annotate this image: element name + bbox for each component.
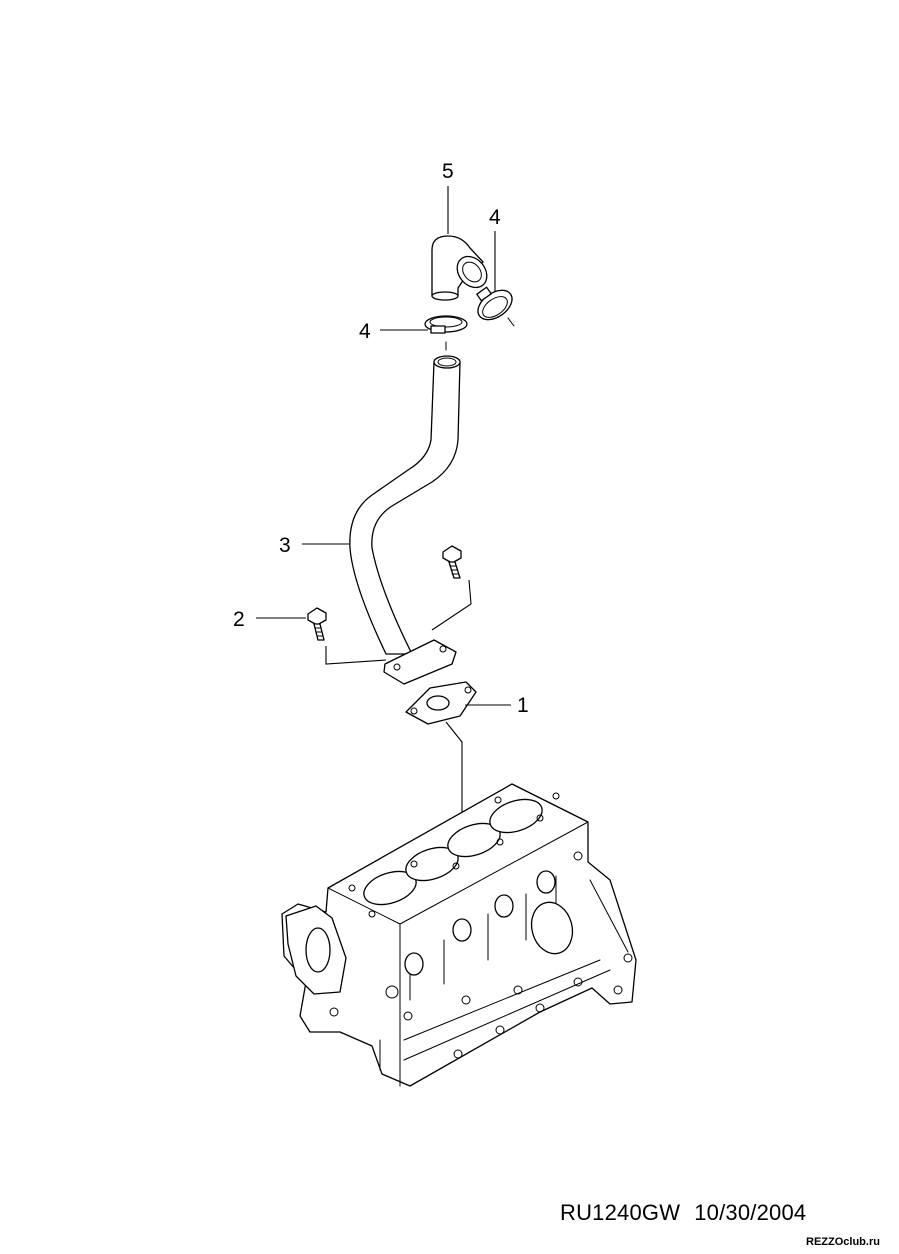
gasket [405, 681, 477, 725]
engine-block [281, 783, 637, 1087]
drawing-footer: RU1240GW 10/30/2004 [560, 1200, 806, 1226]
watermark: REZZOclub.ru [806, 1236, 880, 1248]
leader-lines [256, 186, 511, 812]
water-pipe [349, 355, 461, 685]
bolt-leaders [325, 579, 472, 665]
callout-1: 1 [517, 694, 529, 717]
callout-4-left: 4 [359, 320, 371, 343]
callout-4-right: 4 [489, 206, 501, 229]
callout-3: 3 [279, 534, 291, 557]
elbow-hose [431, 235, 488, 301]
bolt-right [442, 545, 462, 579]
drawing-code: RU1240GW [560, 1200, 681, 1225]
hose-clamp-left [424, 315, 468, 351]
hose-clamp-right [476, 286, 515, 327]
bolt-left [307, 607, 327, 641]
drawing-date: 10/30/2004 [694, 1200, 807, 1225]
callout-5: 5 [442, 160, 454, 183]
callout-2: 2 [233, 608, 245, 631]
